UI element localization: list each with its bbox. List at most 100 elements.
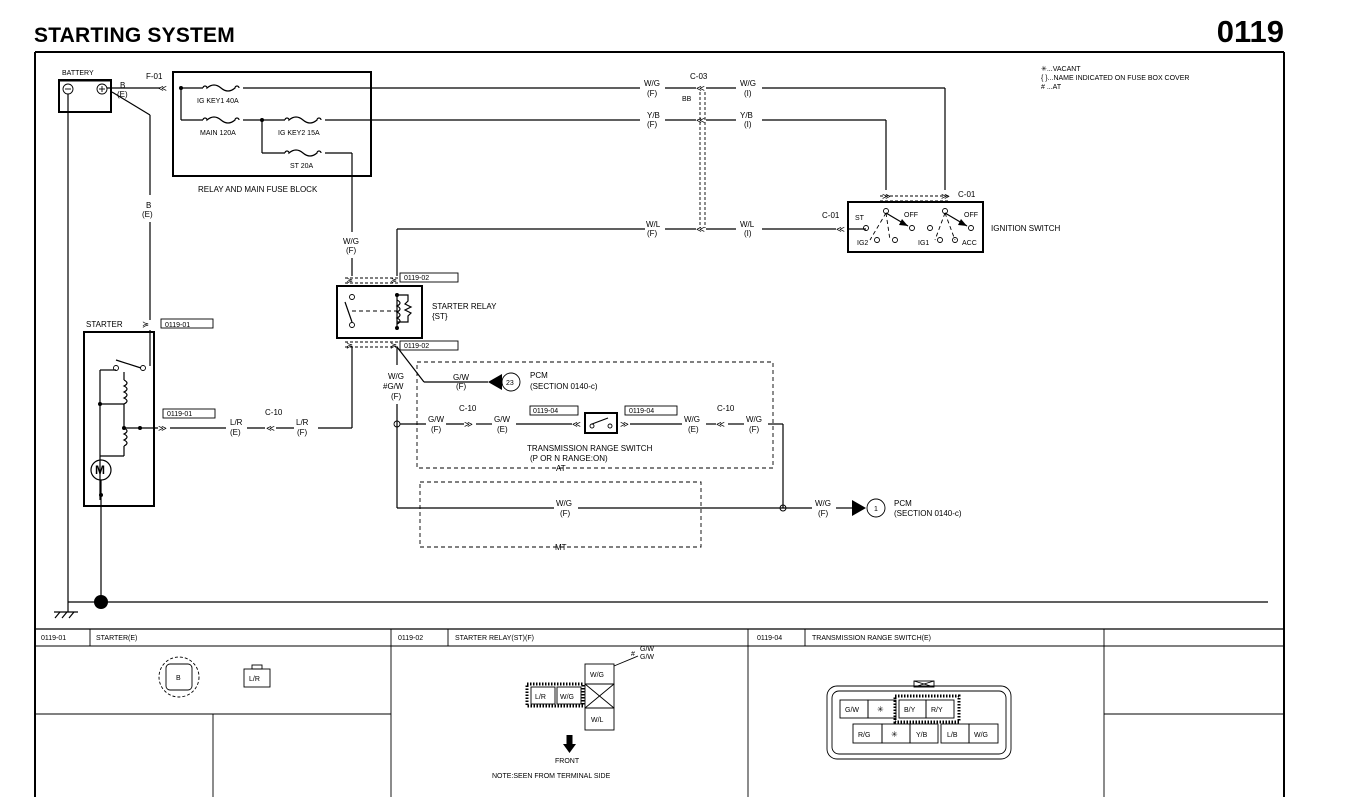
- starter-motor-label: M: [95, 463, 105, 477]
- front-arrow-icon: [563, 744, 576, 753]
- ref-0119-01a: 0119-01: [165, 322, 190, 329]
- wire-label-hash-gw: #G/W: [383, 382, 404, 391]
- svg-text:≽: ≽: [142, 319, 149, 329]
- ign-pos-st: ST: [855, 215, 865, 222]
- fuse-ig-key2-icon: [284, 116, 322, 124]
- wire-label-b2: B: [146, 201, 151, 210]
- wire-label-wl2: W/L: [740, 220, 755, 229]
- trs-note: (P OR N RANGE:ON): [530, 454, 608, 463]
- ignition-switch-label: IGNITION SWITCH: [991, 224, 1061, 233]
- wire-label-f-gw-pcm: (F): [456, 382, 467, 391]
- panel2-note: NOTE:SEEN FROM TERMINAL SIDE: [492, 773, 611, 780]
- battery-plus-icon: [96, 83, 108, 95]
- fuse-ig-key1: IG KEY1 40A: [197, 98, 239, 105]
- wire-label-e2: (E): [142, 210, 153, 219]
- svg-text:≽: ≽: [390, 340, 397, 350]
- ign-pos-off1: OFF: [904, 212, 918, 219]
- ign-pos-acc: ACC: [962, 240, 977, 247]
- pcm23-number: 23: [506, 380, 514, 387]
- wire-label-f-lr: (F): [297, 428, 308, 437]
- legend-name: { }...NAME INDICATED ON FUSE BOX COVER: [1041, 75, 1189, 82]
- starter-relay-box: [336, 285, 423, 339]
- pcm1-arrow: [852, 500, 866, 516]
- wire-label-e-gw: (E): [497, 425, 508, 434]
- page-title: STARTING SYSTEM: [34, 24, 235, 47]
- starter-relay-name: {ST}: [432, 312, 448, 321]
- wire-label-wg-top: W/G: [644, 79, 660, 88]
- svg-text:≪: ≪: [266, 423, 275, 433]
- wire-label-wg-relay: W/G: [343, 237, 359, 246]
- wire-label-f-pcm1: (F): [818, 509, 829, 518]
- wire-label-i-top: (I): [744, 89, 752, 98]
- trs-pin-bottom-1: ✳: [891, 730, 898, 739]
- connector-c03-icon: ≪: [696, 83, 705, 93]
- panel2-lr: L/R: [535, 694, 546, 701]
- wire-label-wg-mt: W/G: [556, 499, 572, 508]
- panel2-gw1: G/W: [640, 646, 654, 653]
- fuse-st-icon: [284, 149, 322, 157]
- trs-pin-bottom-0: R/G: [858, 732, 870, 739]
- battery-box: [58, 79, 112, 113]
- wire-label-f-relay: (F): [346, 246, 357, 255]
- svg-text:≪: ≪: [696, 115, 705, 125]
- panel2-hash: #: [631, 651, 635, 658]
- ref-0119-02b: 0119-02: [404, 343, 429, 350]
- wire-label-f-wl: (F): [647, 229, 658, 238]
- wire-label-f-wg-trs: (F): [749, 425, 760, 434]
- svg-text:≪: ≪: [696, 224, 705, 234]
- at-label: AT: [556, 464, 566, 473]
- legend-vacant: ✳...VACANT: [1041, 65, 1081, 73]
- wire-label-gw-trs: G/W: [428, 415, 444, 424]
- wire-label-wg-pcm1: W/G: [815, 499, 831, 508]
- trs-pin-top-0: G/W: [845, 707, 859, 714]
- wire-label-f-relay-out: (F): [391, 392, 402, 401]
- fuse-ig-key1-icon: [202, 84, 240, 92]
- ref-0119-01b: 0119-01: [167, 411, 192, 418]
- panel1-title: STARTER(E): [96, 635, 137, 642]
- legend-at: # ...AT: [1041, 84, 1062, 91]
- fuse-main: MAIN 120A: [200, 130, 236, 137]
- wire-label-lr-e: L/R: [230, 418, 243, 427]
- panel2-front: FRONT: [555, 758, 580, 765]
- connector-c01: C-01: [822, 211, 840, 220]
- svg-text:≪: ≪: [716, 419, 725, 429]
- svg-text:≫: ≫: [464, 419, 473, 429]
- panel3-ref: 0119-04: [757, 635, 782, 642]
- connector-f01: F-01: [146, 72, 163, 81]
- trs-pin-top-1: ✳: [877, 705, 884, 714]
- ign-pos-ig2: IG2: [857, 240, 868, 247]
- pcm23-section: (SECTION 0140-c): [530, 382, 598, 391]
- ref-0119-04b: 0119-04: [629, 408, 654, 415]
- starter-coil1-icon: [122, 379, 128, 405]
- pcm23-label: PCM: [530, 371, 548, 380]
- svg-text:≪: ≪: [572, 419, 581, 429]
- wire-label-gw-e: G/W: [494, 415, 510, 424]
- panel3-title: TRANSMISSION RANGE SWITCH(E): [812, 635, 931, 642]
- wire-label-yb2: Y/B: [740, 111, 753, 120]
- wire-label-e-lr: (E): [230, 428, 241, 437]
- wire-label-f-yb: (F): [647, 120, 658, 129]
- page-number: 0119: [1216, 14, 1284, 49]
- ign-pos-ig1: IG1: [918, 240, 929, 247]
- connector-c01-top: C-01: [958, 190, 976, 199]
- wire-label-wg-trs-e: W/G: [684, 415, 700, 424]
- pcm1-number: 1: [874, 506, 878, 513]
- wire-label-e: (E): [117, 90, 128, 99]
- panel1-b: B: [176, 675, 181, 682]
- wire-label-i-yb: (I): [744, 120, 752, 129]
- relay-main-fuse-block: [172, 71, 372, 177]
- ground-splice: [94, 595, 108, 609]
- trs-pin-top-2: B/Y: [904, 707, 916, 714]
- wire-label-f-gw-trs: (F): [431, 425, 442, 434]
- ign-pos-off2: OFF: [964, 212, 978, 219]
- svg-text:≫: ≫: [941, 191, 950, 201]
- svg-text:≫: ≫: [882, 191, 891, 201]
- connector-c03: C-03: [690, 72, 708, 81]
- wire-label-f-top: (F): [647, 89, 658, 98]
- ignition-switch-box: [847, 201, 984, 253]
- pcm1-label: PCM: [894, 499, 912, 508]
- starter-box: [83, 331, 155, 507]
- wire-label-wl: W/L: [646, 220, 661, 229]
- panel2-gw2: G/W: [640, 654, 654, 661]
